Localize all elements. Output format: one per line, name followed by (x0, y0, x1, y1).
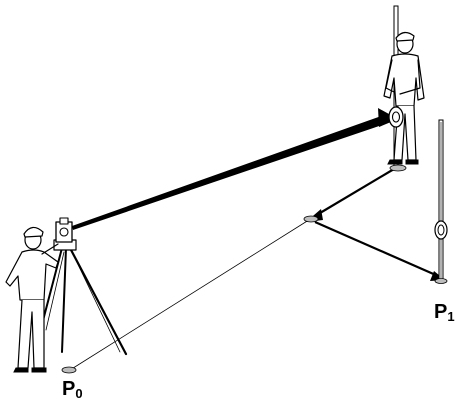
point-label-p1: P1 (434, 301, 455, 324)
person-holding-prism-pole-icon (383, 5, 425, 172)
ground-mark-icon (61, 366, 77, 374)
surveyor-with-total-station-icon (5, 217, 128, 373)
measurement-ray (72, 115, 388, 230)
ground-mark-icon (303, 215, 319, 223)
point-label-p0: P0 (62, 378, 83, 400)
ground-baseline (69, 217, 313, 371)
offset-line-upper (314, 168, 395, 217)
prism-pole-icon (434, 119, 448, 284)
measurement-arrowhead (378, 108, 398, 127)
offset-line-lower (314, 220, 439, 278)
